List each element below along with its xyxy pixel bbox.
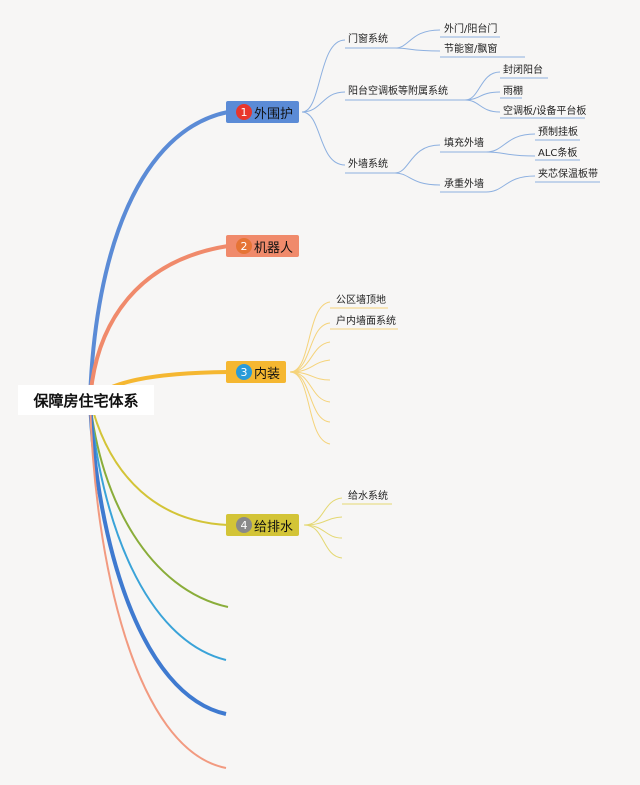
node-door-window-system[interactable]: 门窗系统 <box>348 34 388 45</box>
branch-robot-label: 机器人 <box>254 240 294 256</box>
node-precast-panel[interactable]: 预制挂板 <box>538 127 578 138</box>
number-two-icon: 2 <box>236 238 252 254</box>
curve-plumbing <box>89 399 229 526</box>
branch-envelope-label: 外围护 <box>254 106 294 122</box>
curve-green <box>89 399 229 608</box>
branch-robot[interactable]: 2 机器人 <box>226 235 300 257</box>
node-exterior-wall-system[interactable]: 外墙系统 <box>348 159 388 170</box>
root-node[interactable]: 保障房住宅体系 <box>18 385 154 415</box>
branch-interior[interactable]: 3 内装 <box>226 361 287 383</box>
node-indoor-wall-system[interactable]: 户内墙面系统 <box>336 316 396 327</box>
node-bearing-wall[interactable]: 承重外墙 <box>444 179 484 190</box>
number-three-icon: 3 <box>236 364 252 380</box>
curve-robot <box>88 244 229 401</box>
branch-plumbing[interactable]: 4 给排水 <box>226 514 300 536</box>
number-four-icon: 4 <box>236 517 252 533</box>
branch-interior-label: 内装 <box>254 366 281 382</box>
node-energy-window[interactable]: 节能窗/飘窗 <box>444 44 498 55</box>
curve-envelope <box>88 110 229 401</box>
node-balcony-ac-system[interactable]: 阳台空调板等附属系统 <box>348 86 448 97</box>
node-alc-panel[interactable]: ALC条板 <box>538 148 578 159</box>
number-one-icon: 1 <box>236 104 252 120</box>
curve-darkblue <box>88 399 227 716</box>
node-fill-wall[interactable]: 填充外墙 <box>444 138 484 149</box>
node-outer-door[interactable]: 外门/阳台门 <box>444 24 498 35</box>
branch-plumbing-label: 给排水 <box>254 519 294 535</box>
node-ac-board[interactable]: 空调板/设备平台板 <box>503 106 587 117</box>
node-public-area[interactable]: 公区墙顶地 <box>336 295 386 306</box>
node-canopy[interactable]: 雨棚 <box>503 86 523 97</box>
curve-cyan <box>89 399 227 661</box>
node-water-supply[interactable]: 给水系统 <box>348 491 388 502</box>
curve-lightsalmon <box>89 399 227 769</box>
node-closed-balcony[interactable]: 封闭阳台 <box>503 65 543 76</box>
branch-envelope[interactable]: 1 外围护 <box>226 101 300 123</box>
node-sandwich-panel[interactable]: 夹芯保温板带 <box>538 169 598 180</box>
